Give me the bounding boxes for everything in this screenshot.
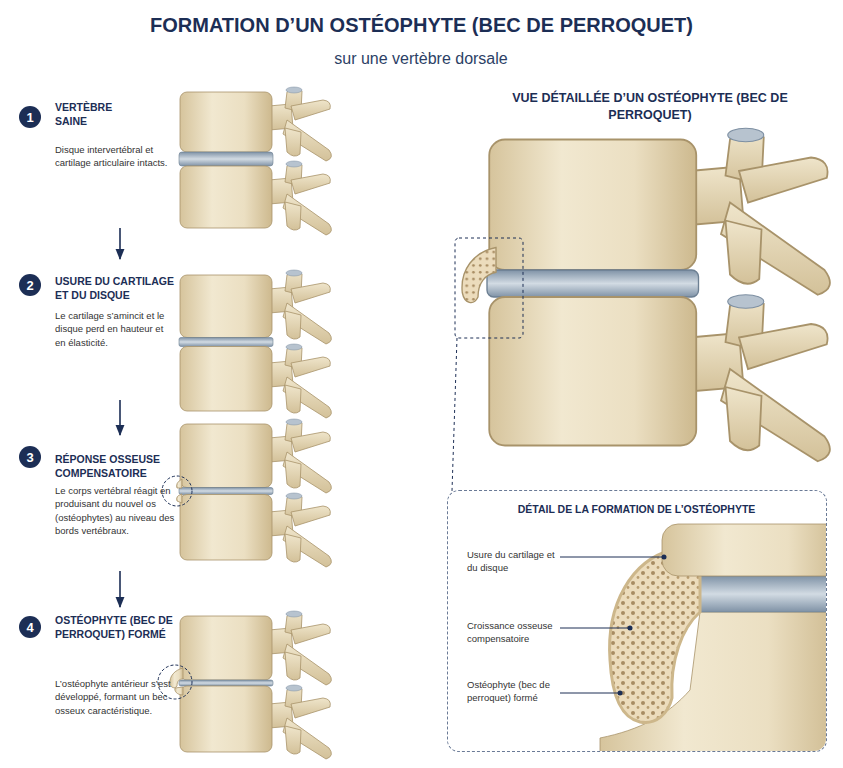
bone-spur (177, 479, 182, 488)
callout-label: Usure du cartilage et du disque (467, 548, 559, 575)
step-panel: VERTÈBRE SAINE Disque intervertébral et c… (15, 85, 335, 225)
leader-dot (628, 626, 633, 631)
step-heading: RÉPONSE OSSEUSE COMPENSATOIRE (55, 452, 175, 480)
step-number-text: 1 (26, 111, 33, 124)
view-heading: VUE DÉTAILLÉE D’UN OSTÉOPHYTE (BEC DE PE… (505, 90, 795, 124)
intervertebral-disc (179, 488, 273, 495)
step-number: 2 (19, 274, 41, 296)
vertebral-body (180, 616, 272, 680)
osteophyte (170, 668, 183, 688)
step-arrow (119, 571, 121, 607)
vertebral-body (180, 686, 272, 752)
vertebra-pair (177, 419, 332, 567)
vertebral-body (180, 275, 272, 338)
step-description: Disque intervertébral et cartilage artic… (55, 143, 175, 170)
step-arrow (119, 400, 121, 435)
step-description: Le corps vertébral réagit en produisant … (55, 484, 175, 538)
vertebral-body (180, 347, 272, 412)
bone-spur (177, 494, 182, 503)
step-arrow (119, 228, 121, 259)
leader-dot (618, 691, 623, 696)
vertebral-arches (269, 87, 331, 235)
zoom-frame (455, 238, 523, 338)
intervertebral-disc (700, 576, 826, 612)
step-number-text: 3 (26, 451, 33, 464)
osteophyte (462, 248, 496, 303)
diagram-title: FORMATION D’UN OSTÉOPHYTE (BEC DE PERROQ… (0, 14, 843, 37)
vertebral-arches (269, 270, 331, 418)
step-description: L’ostéophyte antérieur s’est développé, … (55, 677, 175, 717)
closeup (600, 524, 826, 751)
step-heading: USURE DU CARTILAGE ET DU DISQUE (55, 274, 180, 302)
step-panel: USURE DU CARTILAGE ET DU DISQUE Le cartil… (15, 262, 335, 397)
intervertebral-disc (179, 338, 273, 347)
vertebral-body (180, 92, 272, 152)
intervertebral-disc (179, 680, 273, 686)
vertebra-pair (179, 87, 331, 235)
zoom-leader (452, 338, 457, 491)
callout-label: Croissance osseuse compensatoire (467, 619, 559, 646)
step-heading: VERTÈBRE SAINE (55, 100, 135, 128)
bone-spur (175, 687, 183, 695)
leader-dot (662, 555, 667, 560)
step-number: 3 (19, 446, 41, 468)
detail-heading: DÉTAIL DE LA FORMATION DE L’OSTÉOPHYTE (448, 503, 825, 517)
intervertebral-disc (487, 270, 699, 297)
vertebral-arches (269, 611, 331, 759)
step-number: 1 (19, 106, 41, 128)
vertebra-pair (179, 270, 331, 418)
leader-line (560, 628, 630, 629)
step-description: Le cartilage s’amincit et le disque perd… (55, 309, 175, 349)
step-number-text: 4 (26, 621, 33, 634)
subtitle: sur une vertèbre dorsale (221, 50, 621, 68)
detail-panel: DÉTAIL DE LA FORMATION DE L’OSTÉOPHYTE (447, 490, 827, 752)
vertebral-body (180, 495, 272, 561)
vertebral-body (489, 140, 696, 271)
vertebra-pair (170, 611, 332, 759)
vertebral-body (662, 524, 826, 576)
vertebral-body (489, 297, 696, 446)
intervertebral-disc (179, 152, 273, 166)
vertebral-arches (690, 128, 830, 461)
vertebra-pair-large (462, 128, 830, 461)
step-panel: OSTÉOPHYTE (BEC DE PERROQUET) FORMÉ L’ost… (15, 610, 335, 752)
leader-line (560, 557, 664, 558)
step-heading: OSTÉOPHYTE (BEC DE PERROQUET) FORMÉ (55, 613, 177, 641)
leader-line (560, 693, 620, 694)
callout-label: Ostéophyte (bec de perroquet) formé (467, 678, 559, 705)
vertebral-body (180, 424, 272, 488)
step-number: 4 (19, 616, 41, 638)
vertebral-arches (269, 419, 331, 567)
vertebral-body (180, 166, 272, 228)
step-number-text: 2 (26, 279, 33, 292)
step-panel: RÉPONSE OSSEUSE COMPENSATOIRE Le corps ve… (15, 438, 335, 568)
